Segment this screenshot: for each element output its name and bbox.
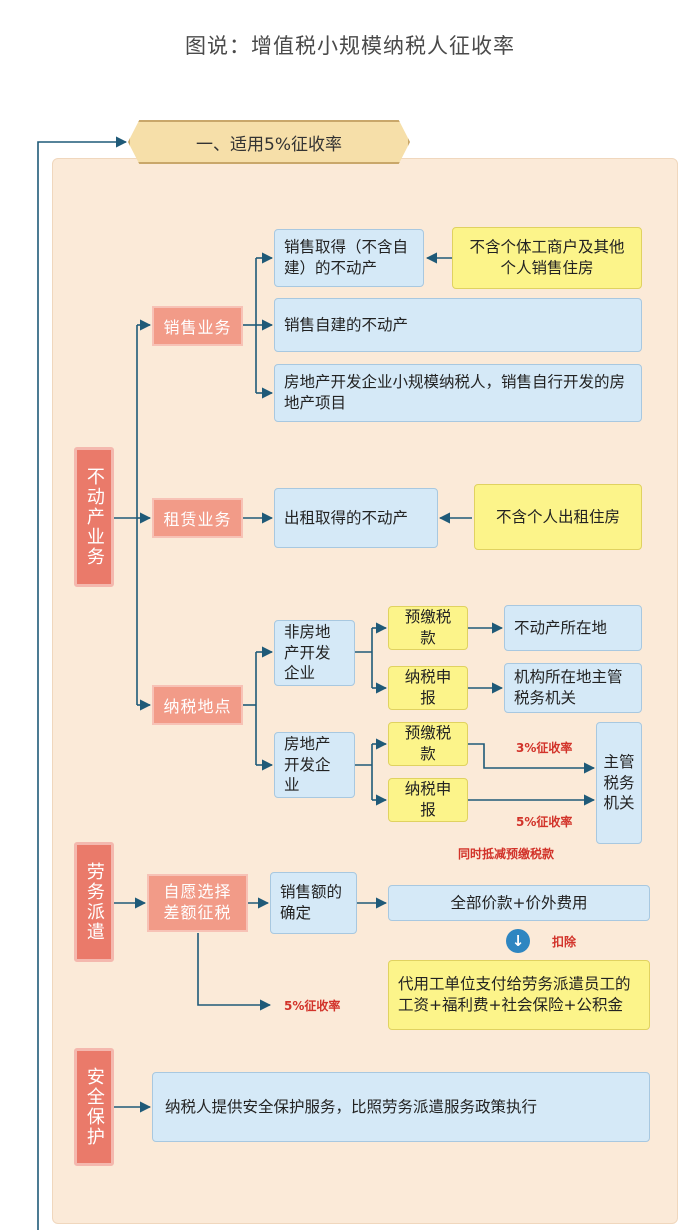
box-lease-acquired: 出租取得的不动产 — [274, 488, 438, 548]
label-offset: 同时抵减预缴税款 — [458, 847, 555, 861]
label-rate-5: 5%征收率 — [516, 815, 573, 829]
note-prepay-1: 预缴税款 — [388, 606, 468, 650]
note-wages: 代用工单位支付给劳务派遣员工的工资+福利费+社会保险+公积金 — [388, 960, 650, 1030]
section-banner: 一、适用5%征收率 — [128, 120, 410, 164]
box-authority: 主管税务机关 — [596, 722, 642, 844]
main-spine-line — [37, 136, 128, 1230]
subcat-location: 纳税地点 — [152, 685, 243, 725]
category-labor: 劳务派遣 — [74, 842, 114, 962]
box-sale-acquired: 销售取得（不含自建）的不动产 — [274, 229, 424, 287]
note-declare-2: 纳税申报 — [388, 778, 468, 822]
note-excl-individual: 不含个体工商户及其他个人销售住房 — [452, 227, 642, 289]
box-property-location: 不动产所在地 — [504, 605, 642, 651]
label-rate-3: 3%征收率 — [516, 741, 573, 755]
box-security: 纳税人提供安全保护服务，比照劳务派遣服务政策执行 — [152, 1072, 650, 1142]
box-developer-sale: 房地产开发企业小规模纳税人，销售自行开发的房地产项目 — [274, 364, 642, 422]
box-sales-amount: 销售额的确定 — [270, 872, 357, 934]
box-non-developer: 非房地产开发企业 — [274, 620, 355, 686]
box-org-authority: 机构所在地主管税务机关 — [504, 663, 642, 713]
label-rate-5-labor: 5%征收率 — [284, 999, 341, 1013]
subcat-voluntary: 自愿选择差额征税 — [147, 874, 248, 932]
subcat-lease: 租赁业务 — [152, 498, 243, 538]
arrow-down-icon: ↓ — [506, 929, 530, 953]
page-title: 图说：增值税小规模纳税人征收率 — [185, 34, 515, 58]
box-sale-self-built: 销售自建的不动产 — [274, 298, 642, 352]
category-realestate: 不动产业务 — [74, 447, 114, 587]
box-total-price: 全部价款+价外费用 — [388, 885, 650, 921]
category-security: 安全保护 — [74, 1048, 114, 1166]
note-prepay-2: 预缴税款 — [388, 722, 468, 766]
box-developer: 房地产开发企业 — [274, 732, 355, 798]
note-excl-lease: 不含个人出租住房 — [474, 484, 642, 550]
subcat-sales: 销售业务 — [152, 306, 243, 346]
note-declare-1: 纳税申报 — [388, 666, 468, 710]
label-deduct: 扣除 — [552, 935, 577, 949]
